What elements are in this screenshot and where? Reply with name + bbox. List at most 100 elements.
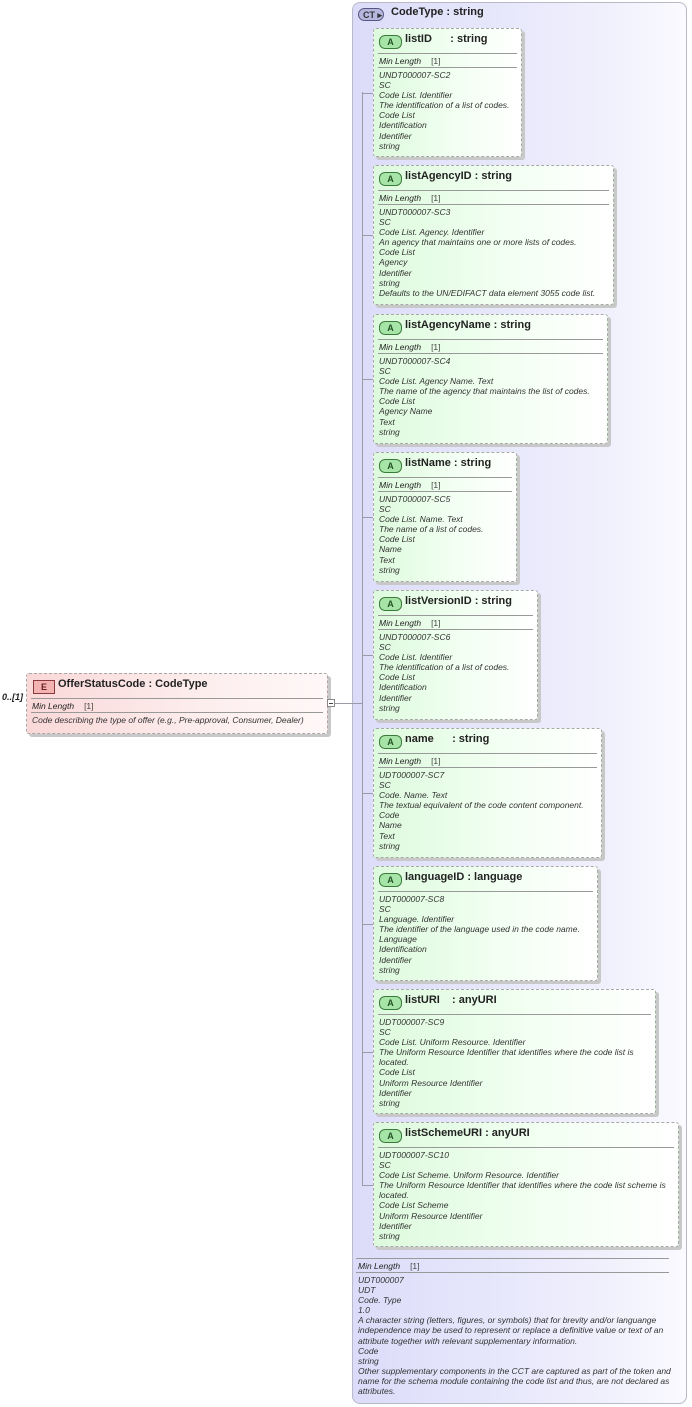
documentation-line: Code. Type — [358, 1295, 402, 1306]
documentation-line: Text — [379, 416, 395, 427]
attribute-badge: A — [379, 873, 402, 887]
documentation-line: UDT000007-SC10 — [379, 1150, 449, 1160]
facet-label: Min Length — [379, 618, 422, 628]
documentation-line: UNDT000007-SC5 — [379, 494, 451, 504]
documentation-line: Identifier — [379, 692, 412, 703]
documentation-line: SC — [379, 904, 391, 915]
element-documentation: Code describing the type of offer (e.g.,… — [32, 715, 304, 725]
documentation-line: string — [379, 564, 400, 575]
attribute-facet: Min Length [1] — [379, 756, 441, 766]
divider — [378, 891, 593, 892]
facet-label: Min Length — [32, 701, 75, 711]
documentation-line: string — [379, 140, 400, 151]
attribute-facet: Min Length[1] — [379, 193, 441, 203]
documentation-line: Identifier — [379, 954, 412, 965]
element-connector — [335, 703, 363, 704]
documentation-line: Identification — [379, 682, 427, 693]
facet-value: [1] — [84, 701, 94, 711]
documentation-line: An agency that maintains one or more lis… — [379, 237, 577, 248]
attribute-connector — [362, 655, 373, 656]
divider — [31, 712, 323, 713]
attribute-connector — [362, 93, 373, 94]
documentation-line: UDT — [358, 1285, 376, 1296]
documentation-line: SC — [379, 217, 391, 228]
facet-value: [1] — [410, 1261, 420, 1271]
documentation-line: UNDT000007-SC6 — [379, 632, 451, 642]
documentation-line: Identification — [379, 120, 427, 131]
documentation-line: Text — [379, 554, 395, 565]
divider — [378, 753, 597, 754]
documentation-line: Code List Scheme — [379, 1200, 449, 1211]
documentation-line: Code List — [379, 672, 415, 683]
divider — [356, 1272, 669, 1273]
attribute-name: listName : string — [405, 457, 492, 469]
facet-value: [1] — [431, 342, 441, 352]
documentation-line: Name — [379, 820, 402, 831]
documentation-line: Identifier — [379, 1220, 412, 1231]
documentation-line: The Uniform Resource Identifier that ide… — [379, 1047, 634, 1068]
documentation-line: The identifier of the language used in t… — [379, 924, 580, 935]
documentation-line: SC — [379, 80, 391, 91]
documentation-line: UNDT000007-SC3 — [379, 207, 451, 217]
documentation-line: Code List — [379, 247, 415, 258]
divider — [378, 1147, 674, 1148]
divider — [378, 353, 603, 354]
documentation-line: The name of the agency that maintains th… — [379, 386, 590, 397]
documentation-line: string — [358, 1355, 379, 1366]
attribute-badge: A — [379, 459, 402, 473]
attribute-connector — [362, 235, 373, 236]
documentation-line: UNDT000007-SC2 — [379, 70, 451, 80]
documentation-line: The Uniform Resource Identifier that ide… — [379, 1180, 666, 1201]
collapse-toggle[interactable] — [327, 699, 335, 707]
documentation-line: Defaults to the UN/EDIFACT data element … — [379, 287, 596, 298]
documentation-line: string — [379, 840, 400, 851]
occurrence-label: 0..[1] — [2, 692, 24, 702]
documentation-line: Uniform Resource Identifier — [379, 1077, 483, 1088]
documentation-line: Code List — [379, 110, 415, 121]
divider — [378, 615, 533, 616]
documentation-line: Code List Scheme. Uniform Resource. Iden… — [379, 1170, 559, 1181]
documentation-line: SC — [379, 504, 391, 515]
documentation-line: Language — [379, 934, 417, 945]
documentation-line: string — [379, 426, 400, 437]
complex-type-title: CodeType : string — [391, 6, 484, 18]
attribute-connector — [362, 1185, 373, 1186]
attribute-badge: A — [379, 172, 402, 186]
documentation-line: SC — [379, 366, 391, 377]
documentation-line: Identifier — [379, 130, 412, 141]
attribute-badge: A — [379, 996, 402, 1010]
facet-label: Min Length — [379, 193, 422, 203]
documentation-line: Identifier — [379, 267, 412, 278]
documentation-line: The name of a list of codes. — [379, 524, 484, 535]
documentation-line: Code List. Name. Text — [379, 514, 463, 525]
facet-label: Min Length — [379, 756, 422, 766]
documentation-line: Code List. Agency. Identifier — [379, 227, 485, 238]
documentation-line: SC — [379, 780, 391, 791]
facet-value: [1] — [431, 756, 441, 766]
documentation-line: UDT000007 — [358, 1275, 404, 1285]
documentation-line: Agency Name — [379, 406, 433, 417]
attribute-facet: Min Length[1] — [379, 342, 441, 352]
documentation-line: SC — [379, 1160, 391, 1171]
documentation-line: string — [379, 1230, 400, 1241]
divider — [378, 204, 609, 205]
element-box[interactable]: E OfferStatusCode : CodeType Min Length[… — [26, 673, 328, 734]
attribute-connector — [362, 379, 373, 380]
attribute-badge: A — [379, 597, 402, 611]
facet-value: [1] — [431, 480, 441, 490]
attribute-connector — [362, 1052, 373, 1053]
documentation-line: The identification of a list of codes. — [379, 662, 510, 673]
